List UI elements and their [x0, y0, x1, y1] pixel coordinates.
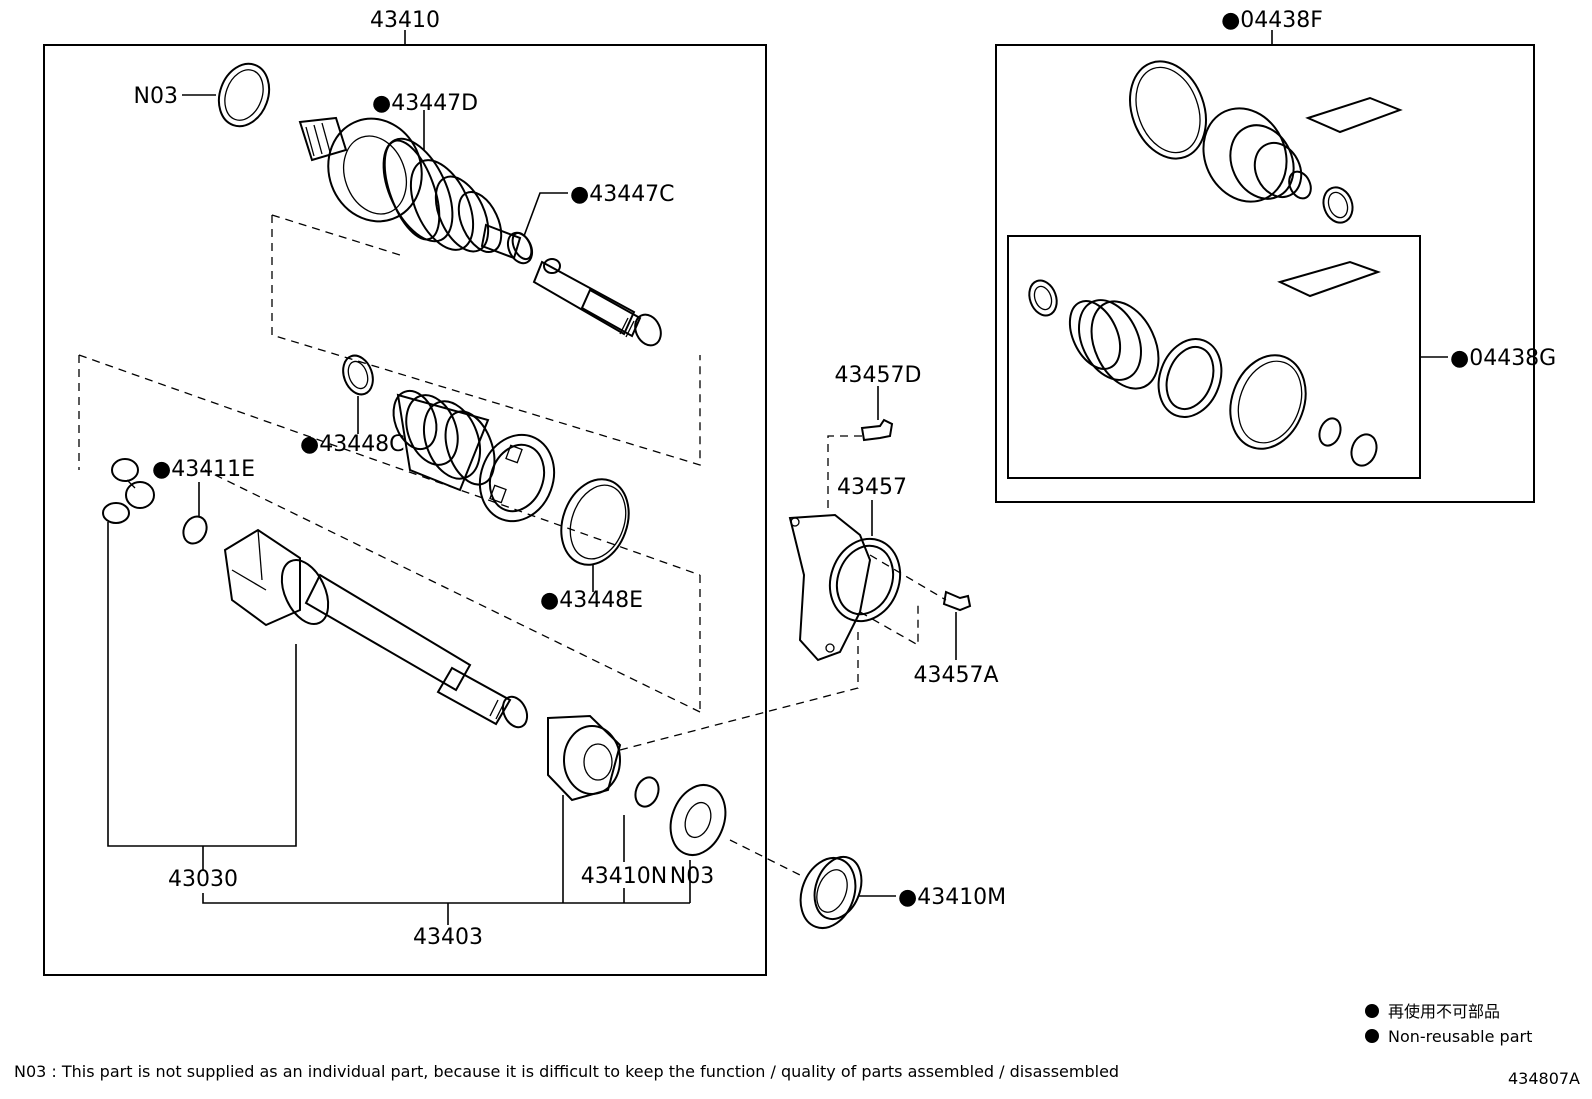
dashed-guide-bracket — [619, 630, 859, 751]
label-43457D: 43457D — [835, 363, 922, 388]
legend-bullet-en — [1365, 1029, 1379, 1043]
tripod-spider — [102, 458, 155, 524]
footnote-n03: N03 : This part is not supplied as an in… — [14, 1062, 1119, 1081]
bolt-43457d — [860, 418, 894, 442]
label-43447C: ●43447C — [570, 182, 675, 207]
label-43410M: ●43410M — [898, 885, 1006, 910]
label-43403: 43403 — [413, 925, 483, 950]
boot-clamp-43447d — [383, 139, 441, 241]
legend-text-en: Non-reusable part — [1388, 1027, 1532, 1046]
kit-frame-04438f — [995, 44, 1535, 503]
legend-text-jp: 再使用不可部品 — [1388, 1002, 1500, 1021]
label-43030: 43030 — [168, 867, 238, 892]
bolt-43457a — [942, 590, 972, 612]
label-43448E: ●43448E — [540, 588, 643, 613]
bearing-bracket — [547, 714, 622, 802]
boot-kit-inboard — [1028, 260, 1381, 467]
label-43457A: 43457A — [913, 663, 998, 688]
inboard-boot — [392, 389, 496, 492]
label-n03-top: N03 — [134, 84, 178, 109]
label-04438G: ●04438G — [1450, 346, 1556, 371]
snap-ring-43411e — [182, 515, 208, 545]
seal-ring-n03-bottom — [669, 784, 727, 856]
label-43410N: 43410N — [581, 864, 667, 889]
boot-kit-outboard — [1129, 60, 1403, 224]
boot-clamp-43447c — [506, 231, 534, 265]
support-bracket-43457 — [788, 513, 902, 662]
joint-ring-housing — [478, 433, 556, 523]
label-43457: 43457 — [837, 475, 907, 500]
seal-ring-n03-top — [217, 62, 271, 128]
dashed-guide-upper — [271, 215, 701, 466]
label-43411E: ●43411E — [152, 457, 255, 482]
legend-bullet-jp — [1365, 1004, 1379, 1018]
kit-frame-04438g — [1007, 235, 1421, 479]
diagram-id: 434807A — [1508, 1069, 1580, 1088]
boot-clamp-43448e — [560, 478, 630, 566]
label-43410: 43410 — [370, 8, 440, 33]
label-04438F: ●04438F — [1221, 8, 1323, 33]
inboard-joint-shaft-43030 — [223, 528, 529, 729]
seal-43410m — [799, 856, 863, 929]
label-43447D: ●43447D — [372, 91, 478, 116]
snap-ring-43410n — [634, 776, 660, 808]
label-43448C: ●43448C — [300, 432, 405, 457]
label-n03-bottom: N03 — [670, 864, 714, 889]
outboard-joint-shaft — [298, 116, 662, 347]
boot-clamp-43448c — [342, 354, 374, 396]
